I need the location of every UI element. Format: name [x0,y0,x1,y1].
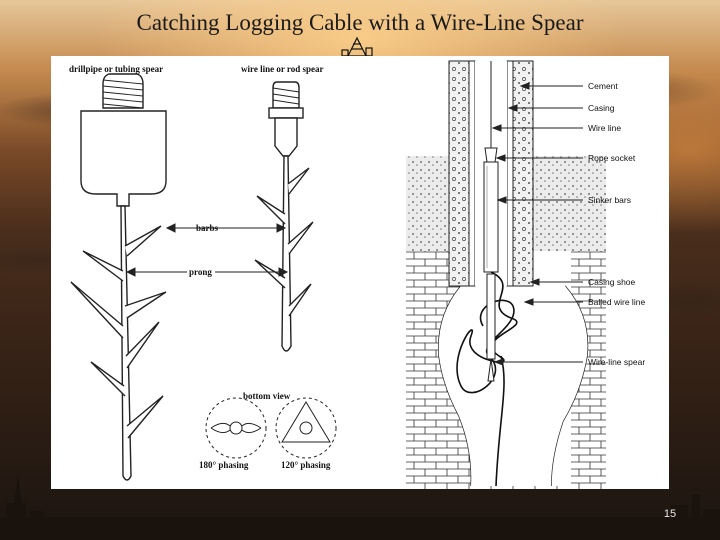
sinker-bars-label: Sinker bars [588,195,631,205]
drillpipe-spear-diagram [70,73,167,481]
right-leader-lines [491,82,583,366]
cement-label: Cement [588,81,618,91]
casing-shoe-label: Casing shoe [588,277,636,287]
industrial-skyline [0,475,720,540]
rope-socket-label: Rope socket [588,153,636,163]
wireline-spear-label: wire line or rod spear [241,64,324,74]
oil-rig-icon [341,36,373,57]
wire-line-label: Wire line [588,123,621,133]
bottom-view-180 [205,397,267,459]
diagram-panel: drillpipe or tubing spear wire line or r… [51,56,669,489]
prong-label: prong [189,267,212,277]
phasing-120-label: 120° phasing [281,460,331,470]
bottom-view-label: bottom view [243,391,291,401]
spear-diagrams: drillpipe or tubing spear wire line or r… [69,60,645,489]
phasing-180-label: 180° phasing [199,460,249,470]
page-number: 15 [663,508,677,520]
bottom-view-120 [275,397,337,459]
left-leader-lines [125,223,289,277]
drillpipe-spear-label: drillpipe or tubing spear [69,64,163,74]
barbs-label: barbs [196,223,219,233]
wire-line-spear-label: Wire-line spear [588,357,645,367]
wellbore-diagram [406,60,606,489]
slide-title: Catching Logging Cable with a Wire-Line … [136,10,584,35]
casing-label: Casing [588,103,615,113]
wireline-spear-diagram [254,81,314,352]
balled-wire-line-label: Balled wire line [588,297,645,307]
